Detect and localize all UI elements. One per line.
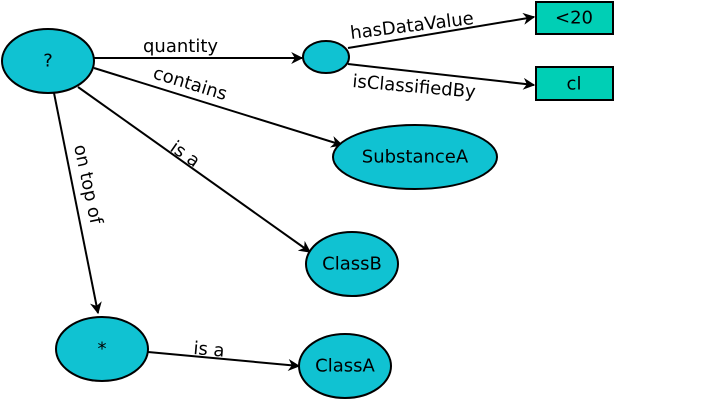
node-query-shape <box>1 28 95 94</box>
edge-label-is-a-class-b: is a <box>166 137 204 172</box>
edge-on-top-of <box>53 92 102 315</box>
node-class-a-shape <box>298 333 392 399</box>
node-value-shape <box>302 40 350 74</box>
node-query: ? <box>1 28 95 94</box>
node-cl-shape <box>535 66 614 101</box>
node-value <box>302 40 350 74</box>
node-lt20-label: <20 <box>555 8 593 29</box>
node-substance-a-label: SubstanceA <box>362 147 469 168</box>
node-class-a-label: ClassA <box>315 356 375 377</box>
edge-label-on-top-of: on top of <box>69 143 106 227</box>
node-class-b: ClassB <box>305 231 399 297</box>
edge-label-has-data-value: hasDataValue <box>349 8 475 44</box>
node-star-label: * <box>98 339 107 360</box>
node-star-shape <box>55 316 149 382</box>
node-lt20-shape <box>535 1 614 35</box>
node-lt20: <20 <box>535 1 614 35</box>
node-star: * <box>55 316 149 382</box>
node-cl: cl <box>535 66 614 101</box>
node-class-a: ClassA <box>298 333 392 399</box>
node-class-b-label: ClassB <box>322 254 382 275</box>
edge-contains <box>93 67 344 148</box>
edge-is-classified-by <box>347 63 536 90</box>
node-class-b-shape <box>305 231 399 297</box>
node-cl-label: cl <box>567 74 582 95</box>
edge-has-data-value <box>347 12 536 49</box>
edge-label-quantity: quantity <box>143 36 218 57</box>
node-substance-a-shape <box>332 124 498 190</box>
edge-label-is-a-class-a: is a <box>193 338 226 362</box>
edge-is-a-class-a <box>147 351 301 371</box>
edge-is-a-class-b <box>77 86 311 253</box>
node-substance-a: SubstanceA <box>332 124 498 190</box>
edges <box>53 12 536 371</box>
node-query-label: ? <box>43 51 53 72</box>
